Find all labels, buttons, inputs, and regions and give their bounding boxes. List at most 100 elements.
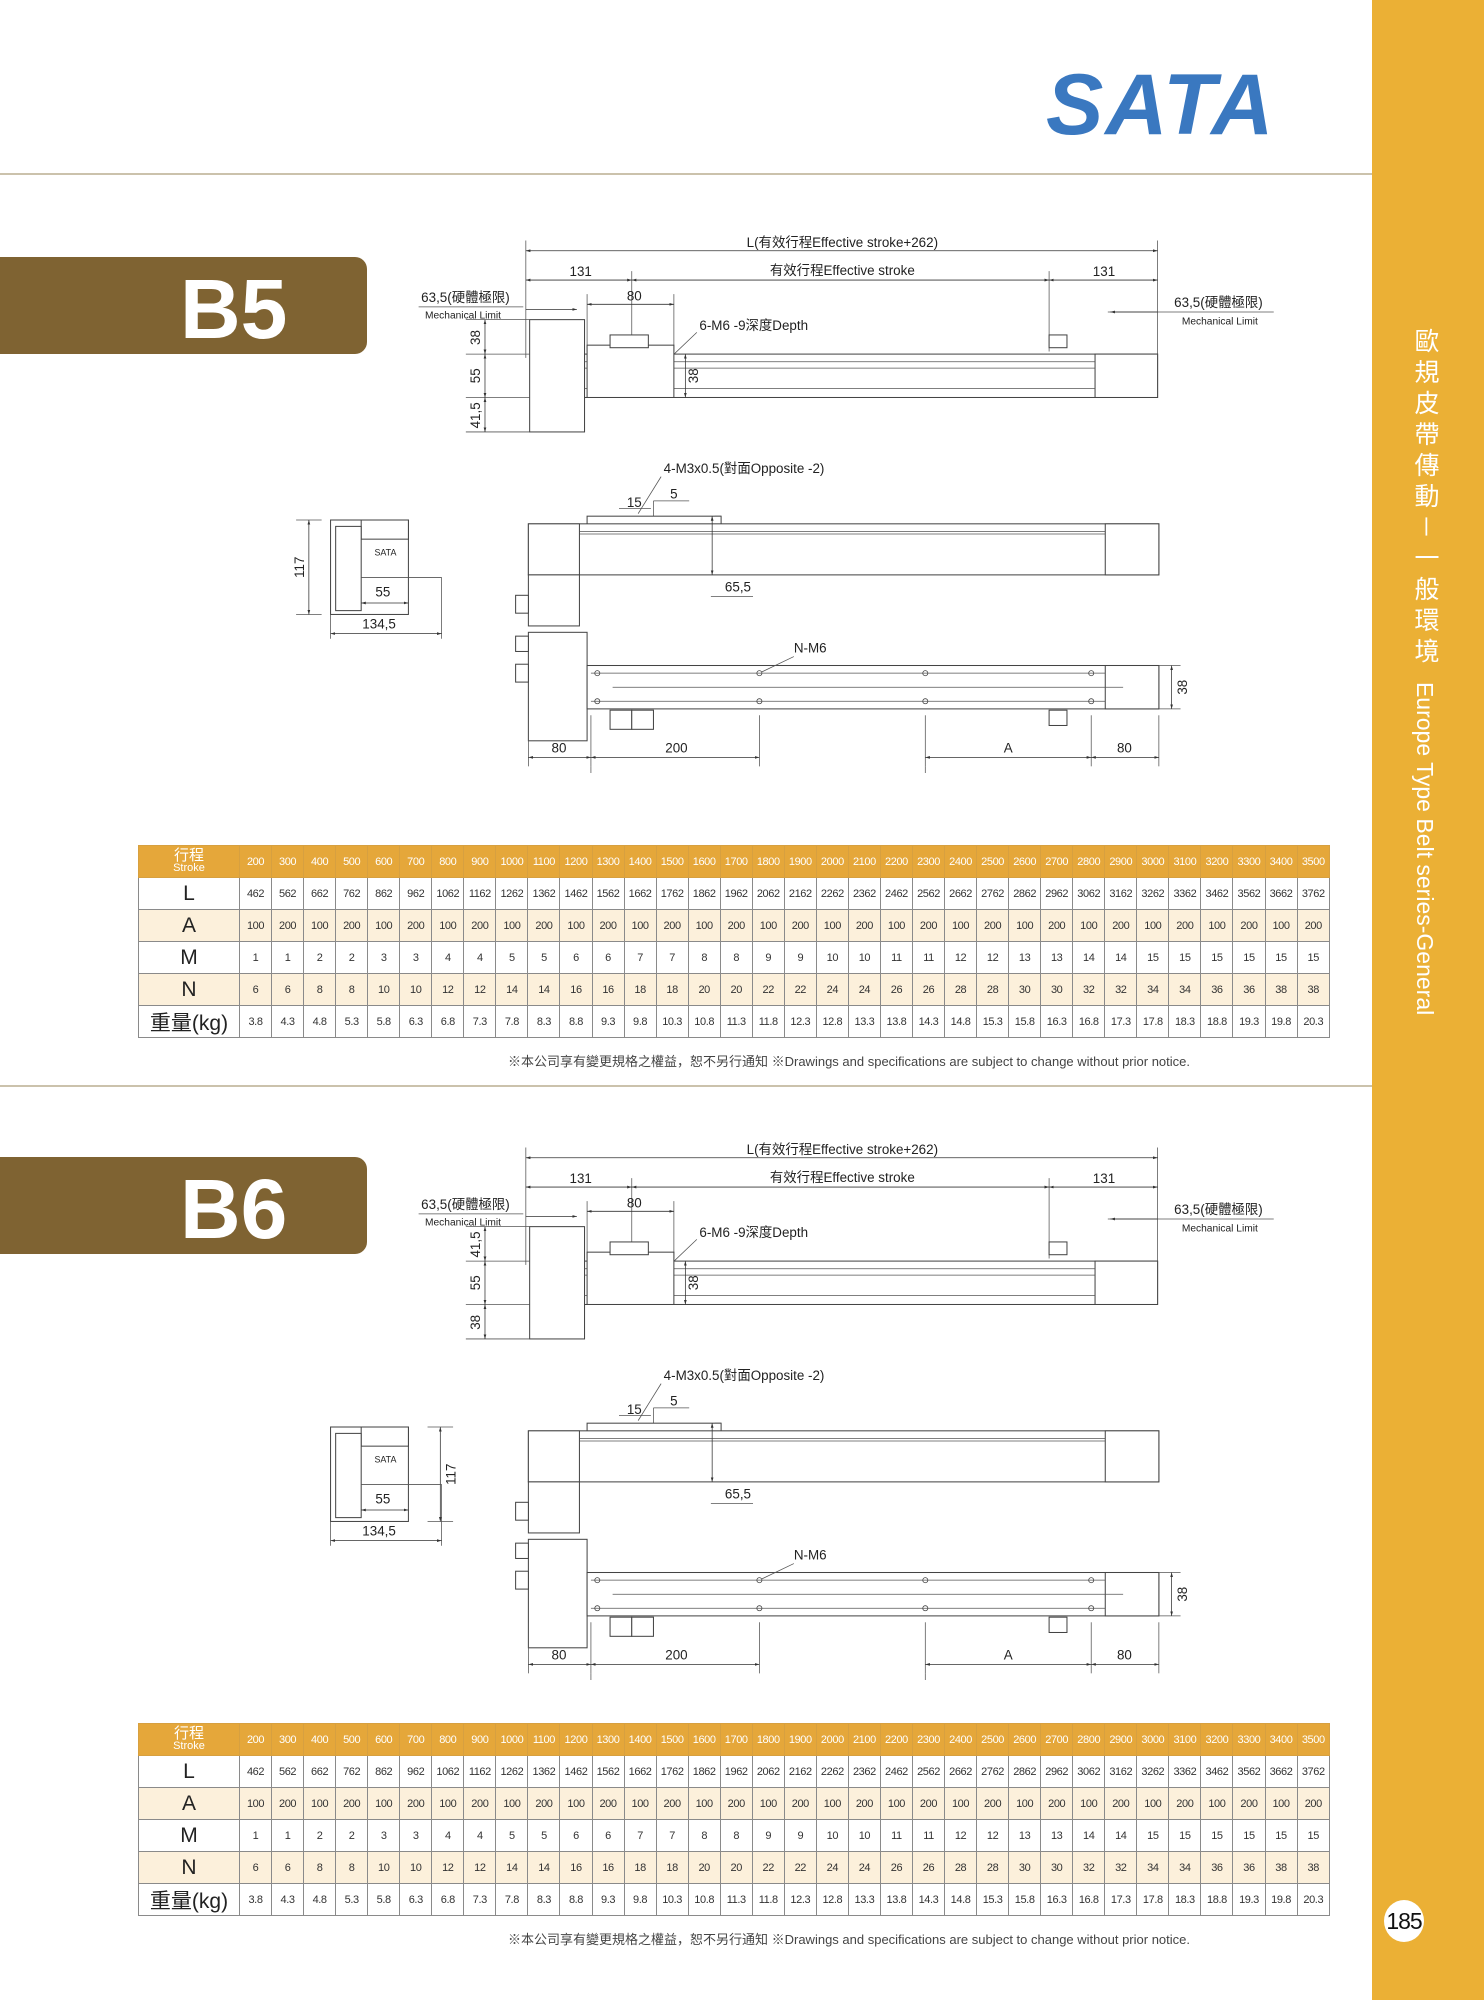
stroke-value: 3000 — [1136, 845, 1170, 878]
table-cell: 4.3 — [271, 1005, 305, 1038]
table-cell: 100 — [879, 1787, 913, 1820]
table-cell: 16.3 — [1040, 1005, 1074, 1038]
height-a-label: 38 — [468, 330, 483, 345]
table-cell: 8.3 — [527, 1005, 561, 1038]
mount-hole — [922, 1577, 929, 1584]
dim-200-label: 200 — [665, 740, 687, 755]
table-cell: 8 — [303, 973, 337, 1006]
table-cell: 14.3 — [911, 1883, 946, 1916]
table-cell: 200 — [463, 1787, 497, 1820]
table-cell: 862 — [367, 877, 401, 910]
table-cell: 5.3 — [335, 1883, 369, 1916]
table-cell: 14 — [1104, 1819, 1138, 1852]
table-cell: 1 — [238, 1819, 273, 1852]
table-cell: 13 — [1008, 1819, 1042, 1852]
table-cell: 12.8 — [815, 1883, 849, 1916]
stroke-value: 1700 — [719, 845, 753, 878]
bottom-holes-label: N-M6 — [794, 641, 827, 656]
table-cell: 7.8 — [495, 1883, 529, 1916]
table-cell: 2462 — [879, 877, 913, 910]
table-cell: 4.8 — [303, 1883, 337, 1916]
table-cell: 2062 — [751, 877, 785, 910]
dim-200-label: 200 — [665, 1647, 687, 1662]
carriage-holes-label: 6-M6 -9深度Depth — [699, 1225, 808, 1240]
table-cell: 26 — [911, 1851, 946, 1884]
table-cell: 100 — [238, 909, 273, 942]
table-cell: 462 — [238, 1755, 273, 1788]
table-cell: 15 — [1264, 941, 1298, 974]
table-cell: 6.8 — [431, 1883, 465, 1916]
sata-logo: SATA — [1046, 57, 1276, 153]
table-cell: 3362 — [1168, 1755, 1202, 1788]
table-cell: 100 — [431, 1787, 465, 1820]
stroke-value: 600 — [367, 1723, 401, 1756]
rail-body — [584, 1260, 1159, 1305]
stroke-value: 2400 — [944, 845, 978, 878]
row-label: 重量(kg) — [138, 1005, 240, 1038]
table-cell: 1662 — [623, 877, 657, 910]
table-cell: 28 — [976, 973, 1010, 1006]
table-cell: 1662 — [623, 1755, 657, 1788]
model-tag-b6: B6 — [0, 1157, 367, 1256]
row-label: L — [138, 1755, 240, 1788]
table-cell: 2662 — [944, 1755, 978, 1788]
table-cell: 100 — [1072, 909, 1106, 942]
table-cell: 4 — [463, 941, 497, 974]
table-cell: 5.8 — [367, 1005, 401, 1038]
table-cell: 1862 — [687, 1755, 721, 1788]
table-cell: 28 — [944, 1851, 978, 1884]
stroke-value: 2000 — [815, 1723, 849, 1756]
stroke-value: 3300 — [1232, 1723, 1266, 1756]
table-cell: 200 — [911, 1787, 946, 1820]
table-cell: 13.8 — [879, 1883, 913, 1916]
table-cell: 30 — [1040, 973, 1074, 1006]
table-cell: 2562 — [911, 1755, 946, 1788]
stroke-value: 400 — [303, 1723, 337, 1756]
table-cell: 1562 — [591, 877, 625, 910]
table-cell: 200 — [335, 909, 369, 942]
stroke-value: 1300 — [591, 1723, 625, 1756]
stroke-value: 700 — [399, 1723, 433, 1756]
table-cell: 38 — [1264, 1851, 1298, 1884]
stroke-value: 1900 — [783, 1723, 817, 1756]
table-cell: 26 — [911, 973, 946, 1006]
table-cell: 20.3 — [1296, 1883, 1331, 1916]
table-cell: 1462 — [559, 877, 593, 910]
bottom-connector — [515, 663, 529, 683]
table-cell: 1462 — [559, 1755, 593, 1788]
table-cell: 30 — [1008, 1851, 1042, 1884]
end-width-label: 134,5 — [362, 616, 396, 631]
side-motor — [527, 1481, 580, 1534]
stroke-value: 600 — [367, 845, 401, 878]
table-cell: 38 — [1296, 973, 1331, 1006]
end-cap — [1094, 353, 1159, 398]
table-cell: 1762 — [655, 877, 689, 910]
table-cell: 7 — [623, 1819, 657, 1852]
table-cell: 15 — [1232, 1819, 1266, 1852]
table-cell: 24 — [847, 973, 881, 1006]
stroke-value: 1500 — [655, 1723, 689, 1756]
table-cell: 10.3 — [655, 1005, 689, 1038]
stroke-value: 900 — [463, 1723, 497, 1756]
table-cell: 9 — [783, 1819, 817, 1852]
table-cell: 2 — [335, 941, 369, 974]
table-cell: 100 — [751, 909, 785, 942]
table-cell: 32 — [1072, 973, 1106, 1006]
table-cell: 2862 — [1008, 1755, 1042, 1788]
table-cell: 6 — [271, 973, 305, 1006]
end-left-label: 131 — [570, 264, 592, 279]
table-cell: 15.8 — [1008, 1883, 1042, 1916]
table-cell: 20 — [719, 1851, 753, 1884]
table-cell: 2 — [303, 941, 337, 974]
stroke-value: 3400 — [1264, 845, 1298, 878]
table-cell: 100 — [879, 909, 913, 942]
table-cell: 7.3 — [463, 1883, 497, 1916]
table-cell: 8 — [687, 941, 721, 974]
table-cell: 13.3 — [847, 1883, 881, 1916]
